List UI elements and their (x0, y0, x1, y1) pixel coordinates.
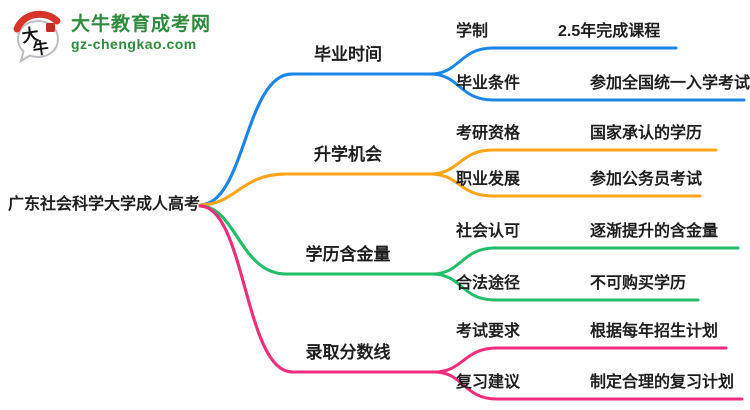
connector-b3-bottom (198, 204, 700, 302)
leaf-value: 制定合理的复习计划 (590, 374, 735, 391)
leaf-key: 毕业条件 (456, 75, 521, 92)
site-logo[interactable]: 大 牛 大牛教育成考网 gz-chengkao.com (10, 8, 211, 64)
leaf-key: 职业发展 (456, 171, 521, 188)
leaf-value: 国家承认的学历 (590, 125, 703, 142)
branch-node-degree-value[interactable]: 学历含金量 (305, 245, 391, 264)
leaf-row-legal[interactable]: 合法途径 不可购买学历 (456, 273, 686, 295)
leaf-key: 社会认可 (456, 223, 521, 240)
leaf-row-review[interactable]: 复习建议 制定合理的复习计划 (456, 372, 734, 394)
connector-b4-bottom (198, 204, 744, 401)
leaf-key: 考试要求 (456, 323, 521, 340)
branch-node-advancement[interactable]: 升学机会 (314, 145, 382, 164)
site-url: gz-chengkao.com (71, 36, 197, 52)
site-logo-text: 大牛教育成考网 gz-chengkao.com (71, 8, 211, 53)
leaf-value: 不可购买学历 (590, 275, 687, 292)
leaf-value: 参加公务员考试 (590, 171, 703, 188)
leaf-key: 复习建议 (456, 374, 521, 391)
site-name: 大牛教育成考网 (71, 14, 212, 35)
branch-node-graduation-time[interactable]: 毕业时间 (314, 45, 382, 64)
leaf-key: 学制 (456, 23, 489, 40)
leaf-row-exam-req[interactable]: 考试要求 根据每年招生计划 (456, 321, 718, 343)
leaf-value: 根据每年招生计划 (590, 323, 719, 340)
branch-node-admission-score[interactable]: 录取分数线 (305, 343, 391, 362)
connector-b2-bottom (198, 172, 702, 207)
svg-text:大: 大 (21, 24, 41, 47)
leaf-value: 2.5年完成课程 (558, 23, 661, 40)
leaf-row-schooling[interactable]: 学制 2.5年完成课程 (456, 21, 660, 43)
leaf-value: 逐渐提升的含金量 (590, 223, 719, 240)
connector-b1-bottom (198, 72, 746, 207)
leaf-value: 参加全国统一入学考试 (590, 75, 750, 92)
leaf-key: 考研资格 (456, 125, 521, 142)
daniu-bubble-icon: 大 牛 (13, 10, 61, 64)
leaf-row-postgrad[interactable]: 考研资格 国家承认的学历 (456, 123, 702, 145)
leaf-key: 合法途径 (456, 275, 521, 292)
leaf-row-career[interactable]: 职业发展 参加公务员考试 (456, 169, 702, 191)
svg-text:牛: 牛 (32, 38, 51, 59)
leaf-row-graduation-cond[interactable]: 毕业条件 参加全国统一入学考试 (456, 73, 750, 95)
leaf-row-social[interactable]: 社会认可 逐渐提升的含金量 (456, 221, 718, 243)
root-node[interactable]: 广东社会科学大学成人高考 (8, 196, 201, 213)
